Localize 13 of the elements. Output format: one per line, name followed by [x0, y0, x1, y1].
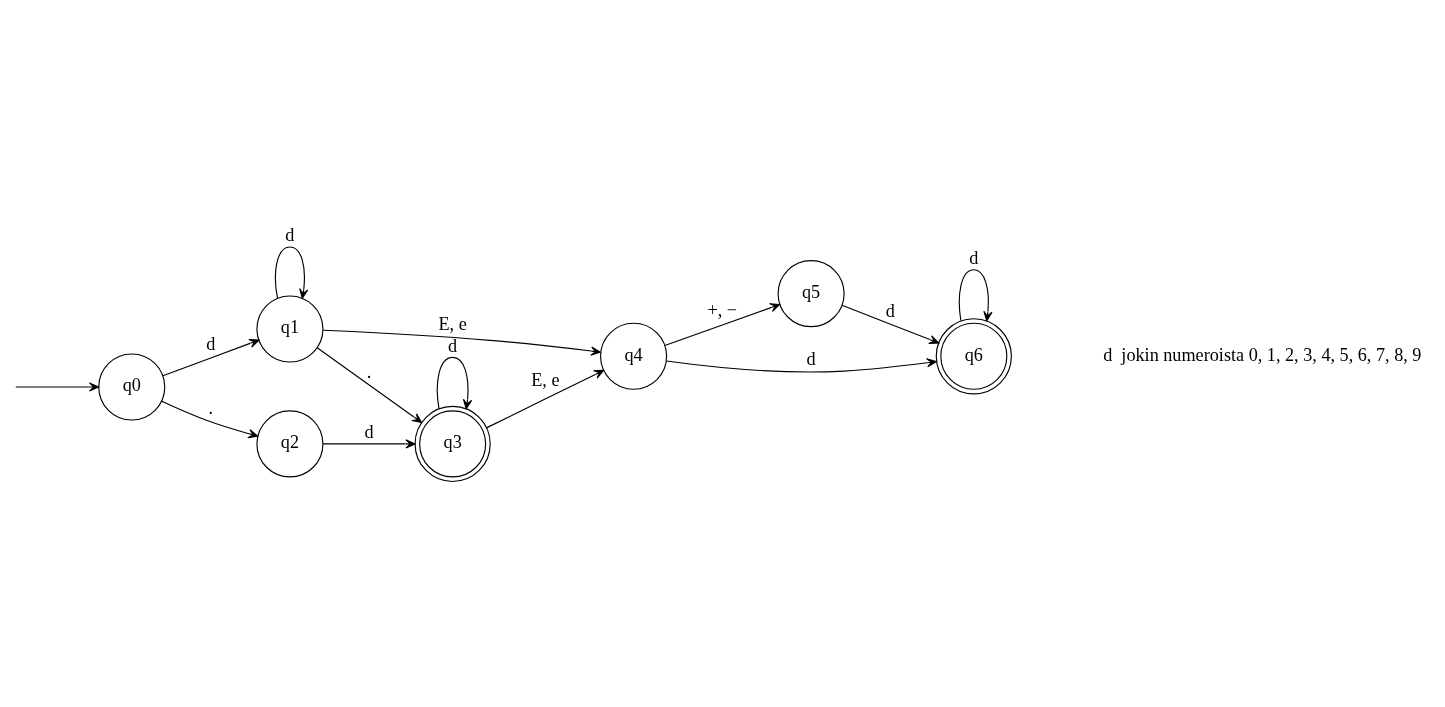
- edge-label: E, e: [531, 369, 560, 390]
- edge-label: d: [885, 300, 895, 321]
- edge-label: d: [969, 247, 979, 268]
- edge-label: d: [364, 421, 374, 442]
- edge-label: d: [448, 335, 458, 355]
- edge-label: .: [208, 397, 214, 418]
- edge-label: d: [806, 348, 816, 369]
- edge-label: d: [206, 333, 216, 354]
- edge-label: +, −: [707, 299, 738, 320]
- edge-label: E, e: [438, 313, 467, 334]
- edge-label: d: [285, 224, 295, 245]
- edge-label: .: [366, 361, 372, 382]
- label: d jokin numeroista 0, 1, 2, 3, 4, 5, 6, 7, 8, 9: [1103, 344, 1422, 365]
